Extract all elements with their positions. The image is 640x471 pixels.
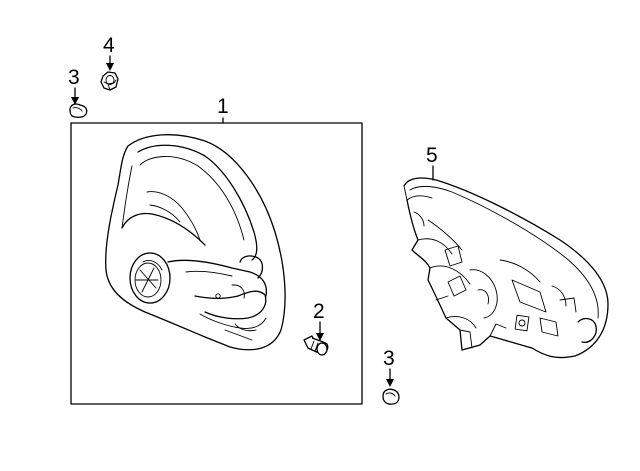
part-5-airbag-group: 5 xyxy=(403,144,609,359)
bolt-drawing xyxy=(303,335,329,356)
callout-5-label: 5 xyxy=(426,144,438,167)
part-3-lower-clip-group: 3 xyxy=(382,347,400,405)
callout-3-lower-arrowhead xyxy=(386,379,394,387)
airbag-module-drawing xyxy=(403,177,609,359)
nut-drawing xyxy=(100,71,119,91)
callout-3-upper-arrowhead xyxy=(71,97,79,105)
clip-lower-drawing xyxy=(382,388,400,405)
callout-2-arrowhead xyxy=(316,333,324,341)
steering-wheel-frame xyxy=(70,122,363,405)
steering-wheel-drawing xyxy=(105,134,286,351)
part-4-nut-group: 4 xyxy=(100,34,119,91)
callout-4-arrowhead xyxy=(106,63,114,71)
callout-2-label: 2 xyxy=(313,300,325,323)
callout-4-label: 4 xyxy=(103,34,115,57)
callout-3-upper-label: 3 xyxy=(68,66,80,89)
part-2-bolt-group: 2 xyxy=(303,300,329,356)
part-3-upper-clip-group: 3 xyxy=(68,66,88,118)
clip-upper-drawing xyxy=(69,103,88,118)
callout-3-lower-label: 3 xyxy=(383,347,395,370)
callout-1-label: 1 xyxy=(217,95,229,118)
part-1-steering-wheel-group: 1 xyxy=(70,95,363,405)
